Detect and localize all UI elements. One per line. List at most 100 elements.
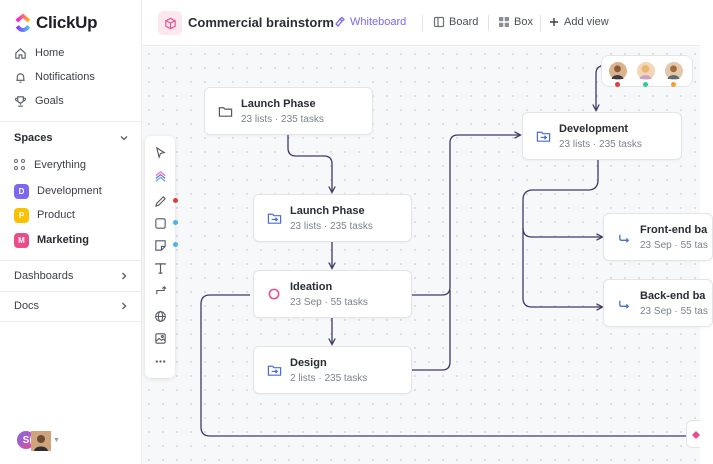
- card-meta: 23 lists · 235 tasks: [559, 139, 642, 150]
- card-meta: 23 Sep · 55 tas: [640, 306, 708, 317]
- presence-dot: [615, 82, 620, 87]
- plus-icon: [550, 18, 558, 26]
- embed-tool[interactable]: [152, 308, 168, 324]
- card-title: Design: [290, 357, 327, 369]
- avatar-photo: [30, 430, 51, 451]
- whiteboard-toolbar: [145, 136, 178, 378]
- collaborators-panel[interactable]: [601, 55, 693, 87]
- chevron-down-icon: ▼: [53, 436, 60, 444]
- cube-icon: [158, 11, 182, 35]
- card-title: Front-end ba: [640, 224, 708, 236]
- add-view-button[interactable]: Add view: [548, 16, 609, 28]
- ai-shapes-icon: [154, 170, 166, 182]
- card-title: Development: [559, 123, 629, 135]
- card-title: Ideation: [290, 281, 333, 293]
- board-icon: [433, 16, 445, 28]
- chevron-right-icon[interactable]: [119, 271, 129, 281]
- whiteboard-icon: [335, 16, 345, 27]
- pen-icon: [154, 195, 166, 207]
- bell-icon: [16, 72, 25, 83]
- app-logo[interactable]: ClickUp: [14, 13, 98, 33]
- sticky-color-dot: [173, 242, 178, 247]
- subtask-icon: [616, 295, 632, 311]
- sticky-note-tool[interactable]: [152, 237, 168, 253]
- sidebar-item-marketing[interactable]: M Marketing: [14, 231, 89, 249]
- clickup-logo-icon: [15, 13, 31, 32]
- card-launch-phase-top[interactable]: Launch Phase 23 lists · 235 tasks: [204, 87, 373, 135]
- presence-dot: [671, 82, 676, 87]
- diamond-icon: [692, 431, 700, 439]
- tab-label: Whiteboard: [350, 16, 407, 28]
- sidebar-item-label: Everything: [34, 159, 86, 171]
- cursor-icon: [155, 146, 166, 159]
- tab-whiteboard[interactable]: Whiteboard: [334, 16, 406, 28]
- connector-icon: [155, 285, 166, 294]
- card-launch-phase[interactable]: Launch Phase 23 lists · 235 tasks: [253, 194, 412, 242]
- user-menu[interactable]: S ▼: [16, 430, 60, 451]
- divider: [0, 121, 142, 122]
- card-meta: 2 lists · 235 tasks: [290, 373, 368, 384]
- chevron-right-icon[interactable]: [119, 301, 129, 311]
- chevron-down-icon[interactable]: [119, 133, 129, 143]
- globe-icon: [154, 310, 166, 322]
- space-badge: P: [14, 207, 29, 223]
- pen-tool[interactable]: [152, 193, 168, 209]
- box-icon: [499, 17, 509, 27]
- divider: [0, 291, 142, 292]
- divider: [540, 15, 541, 31]
- sidebar-item-docs[interactable]: Docs: [14, 300, 40, 312]
- pen-color-dot: [173, 198, 178, 203]
- sidebar: ClickUp Home Notifications Goals Spaces …: [0, 0, 142, 464]
- status-circle-icon: [266, 286, 282, 302]
- home-icon: [15, 47, 26, 59]
- card-development[interactable]: Development 23 lists · 235 tasks: [522, 112, 682, 160]
- list-folder-icon: [535, 128, 551, 144]
- more-tools-button[interactable]: [152, 353, 168, 369]
- sidebar-item-label: Development: [37, 185, 102, 197]
- shape-tool[interactable]: [152, 215, 168, 231]
- avatar: [608, 61, 628, 81]
- space-badge: D: [14, 183, 29, 199]
- sidebar-item-label: Goals: [35, 95, 64, 107]
- app-name: ClickUp: [36, 13, 98, 32]
- square-icon: [154, 217, 166, 229]
- sidebar-item-development[interactable]: D Development: [14, 182, 102, 200]
- text-tool[interactable]: [152, 260, 168, 276]
- image-icon: [154, 332, 166, 344]
- ai-shapes-tool[interactable]: [152, 168, 168, 184]
- divider: [0, 321, 142, 322]
- trophy-icon: [15, 95, 26, 107]
- image-tool[interactable]: [152, 330, 168, 346]
- sidebar-item-goals[interactable]: Goals: [14, 92, 64, 110]
- card-title: Launch Phase: [241, 98, 316, 110]
- card-design[interactable]: Design 2 lists · 235 tasks: [253, 346, 412, 394]
- sidebar-item-product[interactable]: P Product: [14, 206, 75, 224]
- subtask-icon: [616, 229, 632, 245]
- sidebar-item-notifications[interactable]: Notifications: [14, 68, 95, 86]
- card-ideation[interactable]: Ideation 23 Sep · 55 tasks: [253, 270, 412, 318]
- card-backend[interactable]: Back-end ba 23 Sep · 55 tas: [603, 279, 713, 327]
- tab-box[interactable]: Box: [498, 16, 533, 28]
- partial-card-edge[interactable]: [686, 420, 700, 448]
- sidebar-item-label: Notifications: [35, 71, 95, 83]
- divider: [0, 260, 142, 261]
- sidebar-item-dashboards[interactable]: Dashboards: [14, 270, 74, 282]
- space-badge: M: [14, 232, 29, 248]
- card-meta: 23 Sep · 55 tas: [640, 240, 708, 251]
- sidebar-item-everything[interactable]: Everything: [14, 156, 86, 174]
- tab-label: Box: [514, 16, 533, 28]
- page-title: Commercial brainstorm: [188, 15, 334, 30]
- more-icon: [155, 359, 165, 363]
- tab-label: Board: [449, 16, 479, 28]
- avatar: [636, 61, 656, 81]
- spaces-title: Spaces: [14, 132, 53, 144]
- sidebar-item-home[interactable]: Home: [14, 44, 64, 62]
- sidebar-item-label: Product: [37, 209, 75, 221]
- card-frontend[interactable]: Front-end ba 23 Sep · 55 tas: [603, 213, 713, 261]
- avatar: [664, 61, 684, 81]
- sticky-note-icon: [154, 239, 166, 251]
- tab-board[interactable]: Board: [433, 16, 478, 28]
- cursor-tool[interactable]: [152, 144, 168, 160]
- header: Commercial brainstorm Whiteboard Board B…: [142, 0, 700, 46]
- connector-tool[interactable]: [152, 282, 168, 298]
